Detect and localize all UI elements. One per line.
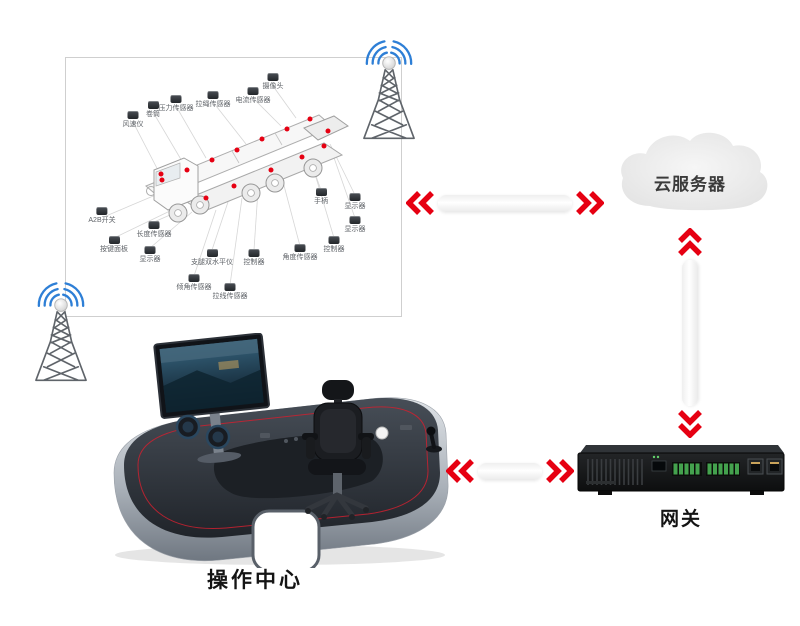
sensor-device-icon bbox=[108, 236, 120, 244]
sensor-device-icon bbox=[315, 188, 327, 196]
sensor-item: 控制器 bbox=[244, 249, 265, 266]
cloud-icon bbox=[621, 132, 768, 211]
sensor-item: 拉线传感器 bbox=[213, 283, 248, 300]
sensor-device-icon bbox=[188, 274, 200, 282]
chevron-left-icon bbox=[406, 191, 434, 215]
sensor-item: 支腿双水平仪 bbox=[191, 249, 233, 266]
gateway-device-illustration bbox=[572, 441, 790, 499]
sensor-item: 角度传感器 bbox=[283, 244, 318, 261]
sensor-device-icon bbox=[127, 111, 139, 119]
sensor-label: 手柄 bbox=[314, 198, 328, 205]
gateway-ethernet-ports bbox=[747, 458, 783, 475]
sensor-label: 显示器 bbox=[139, 256, 161, 263]
chevron-down-icon bbox=[678, 410, 702, 438]
sensor-item: 手柄 bbox=[314, 188, 328, 205]
sensor-item: 风速仪 bbox=[123, 111, 144, 128]
gateway-vents bbox=[587, 459, 643, 485]
sensor-device-icon bbox=[207, 91, 219, 99]
link-sensors-cloud bbox=[406, 190, 604, 216]
sensor-device-icon bbox=[248, 249, 260, 257]
sensor-item: 控制器 bbox=[324, 236, 345, 253]
arrow-bar bbox=[438, 194, 572, 212]
sensor-label: 电流传感器 bbox=[235, 97, 271, 104]
sensor-label: 显示器 bbox=[344, 203, 366, 210]
sensor-item: A2B开关 bbox=[88, 207, 116, 224]
deck-controls bbox=[260, 425, 412, 443]
operator-console-illustration bbox=[100, 332, 455, 573]
link-console-gateway bbox=[446, 458, 574, 484]
sensor-item: 卷筒 bbox=[146, 101, 160, 118]
sensor-label: 支腿双水平仪 bbox=[191, 259, 233, 266]
sensor-device-icon bbox=[206, 249, 218, 257]
sensor-point-dots bbox=[158, 116, 331, 201]
sensor-label: 压力传感器 bbox=[158, 105, 194, 112]
sensor-label: 摄像头 bbox=[262, 83, 284, 90]
sensor-item: 显示器 bbox=[345, 216, 366, 233]
cloud-server-node: 云服务器 bbox=[610, 124, 770, 224]
sensor-label: 按键面板 bbox=[100, 246, 128, 253]
sensor-device-icon bbox=[147, 101, 159, 109]
sensor-device-icon bbox=[170, 95, 182, 103]
wifi-waves-icon bbox=[37, 282, 85, 308]
sensor-device-icon bbox=[349, 193, 361, 201]
sensor-label: 控制器 bbox=[323, 246, 345, 253]
sensor-item: 显示器 bbox=[345, 193, 366, 210]
console-joystick bbox=[426, 426, 442, 453]
gateway-label: 网关 bbox=[659, 509, 702, 530]
sensor-label: 拉绳传感器 bbox=[195, 101, 231, 108]
sensor-item: 电流传感器 bbox=[236, 87, 271, 104]
gateway-terminal-blocks bbox=[672, 462, 740, 476]
sensor-item: 压力传感器 bbox=[159, 95, 194, 112]
chevron-right-icon bbox=[576, 191, 604, 215]
chevron-left-icon bbox=[446, 459, 474, 483]
dome-button bbox=[375, 426, 389, 440]
sensor-label: 显示器 bbox=[344, 226, 366, 233]
console-gauges bbox=[175, 414, 231, 450]
arrow-bar bbox=[478, 462, 542, 480]
sensor-device-icon bbox=[144, 246, 156, 254]
sensor-device-icon bbox=[267, 73, 279, 81]
radio-tower-left-icon bbox=[22, 280, 100, 388]
sensor-device-icon bbox=[148, 221, 160, 229]
chevron-right-icon bbox=[546, 459, 574, 483]
sensor-item: 拉绳传感器 bbox=[196, 91, 231, 108]
sensor-device-icon bbox=[96, 207, 108, 215]
sensor-item: 显示器 bbox=[140, 246, 161, 263]
sensor-device-icon bbox=[349, 216, 361, 224]
sensor-label: A2B开关 bbox=[88, 217, 116, 224]
sensor-item: 按键面板 bbox=[100, 236, 128, 253]
crane-illustration bbox=[105, 85, 356, 286]
sensor-device-icon bbox=[294, 244, 306, 252]
arrow-bar bbox=[682, 260, 698, 406]
sensor-label: 风速仪 bbox=[122, 121, 144, 128]
operation-center-label: 操作中心 bbox=[207, 569, 303, 592]
sensor-device-icon bbox=[328, 236, 340, 244]
console-monitor bbox=[153, 332, 270, 463]
chevron-up-icon bbox=[678, 228, 702, 256]
sensor-label: 卷筒 bbox=[146, 111, 160, 118]
link-cloud-gateway bbox=[677, 228, 703, 438]
sensor-device-icon bbox=[247, 87, 259, 95]
wifi-waves-icon bbox=[365, 40, 413, 66]
operator-chair bbox=[302, 380, 374, 520]
sensor-item: 长度传感器 bbox=[137, 221, 172, 238]
sensor-item: 倾角传感器 bbox=[177, 274, 212, 291]
radio-tower-top-icon bbox=[350, 38, 428, 146]
cloud-server-label: 云服务器 bbox=[654, 175, 726, 194]
sensor-device-icon bbox=[224, 283, 236, 291]
sensor-label: 拉线传感器 bbox=[212, 293, 248, 300]
sensor-label: 角度传感器 bbox=[282, 254, 318, 261]
sensor-item: 摄像头 bbox=[263, 73, 284, 90]
sensor-label: 控制器 bbox=[243, 259, 265, 266]
sensor-label: 倾角传感器 bbox=[176, 284, 212, 291]
sensor-label: 长度传感器 bbox=[136, 231, 172, 238]
